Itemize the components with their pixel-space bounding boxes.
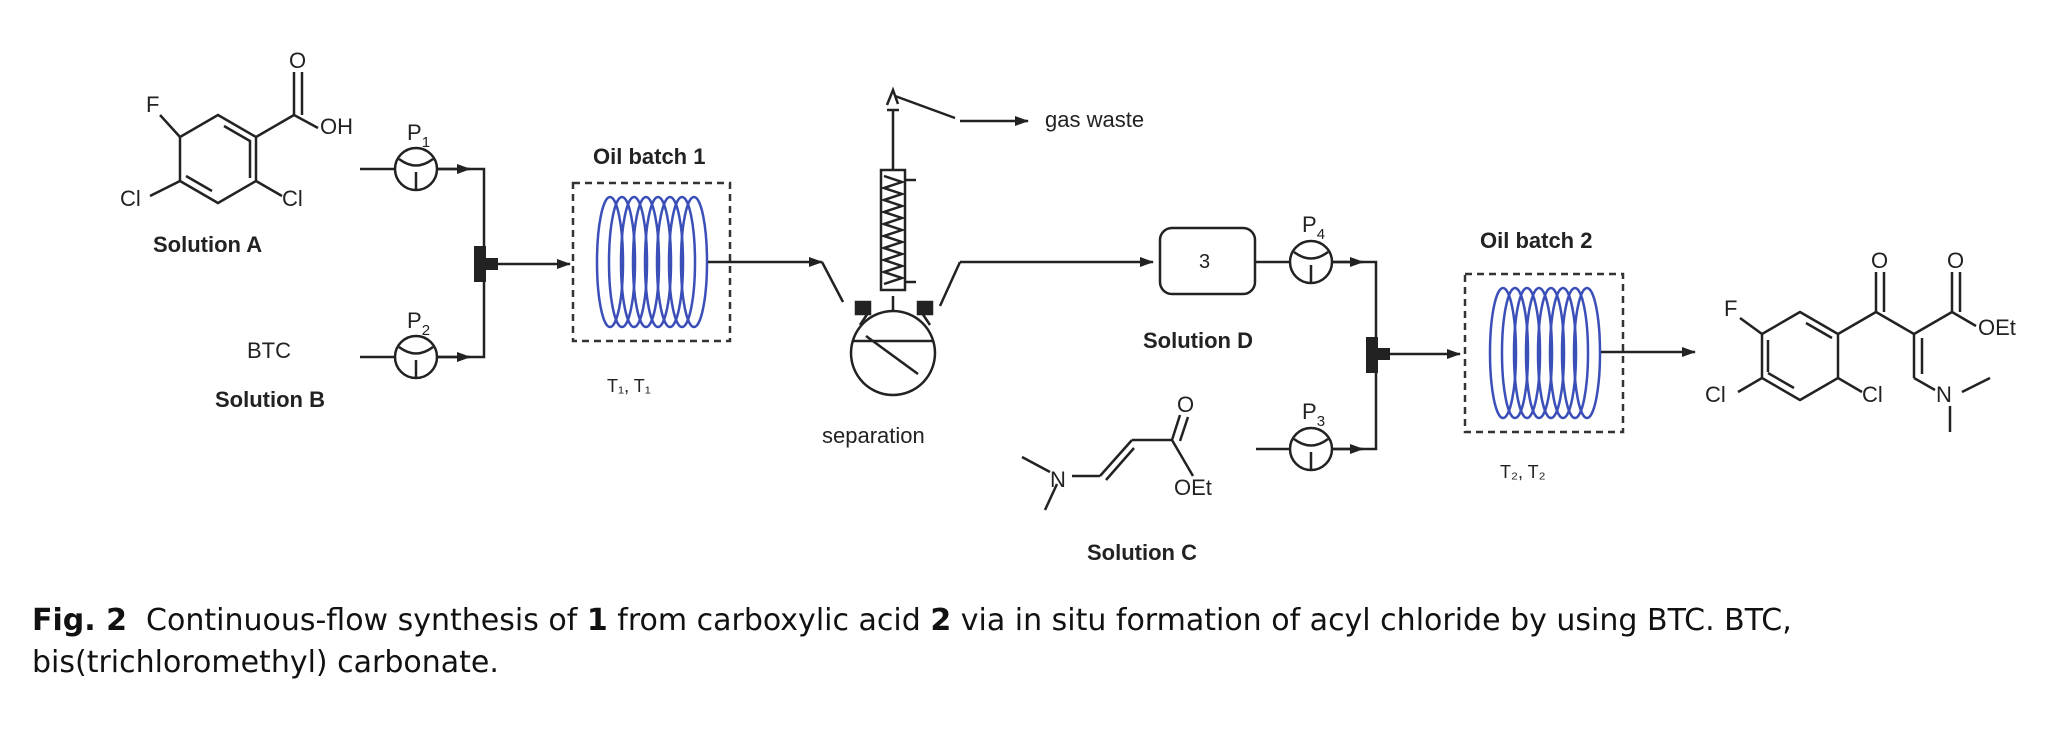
p3-label: P3 bbox=[1302, 399, 1325, 430]
enamine-o: O bbox=[1177, 392, 1194, 417]
acid-cl2: Cl bbox=[282, 186, 303, 211]
mixer-2 bbox=[1366, 337, 1378, 373]
pump-p1[interactable] bbox=[393, 146, 439, 192]
reservoir-label: 3 bbox=[1199, 251, 1210, 273]
p2-label: P2 bbox=[407, 308, 430, 339]
product-oet: OEt bbox=[1978, 315, 2016, 340]
conditions-1: T₁, T₁ bbox=[607, 376, 651, 396]
acid-o: O bbox=[289, 48, 306, 73]
mixer-1 bbox=[474, 246, 486, 282]
separation-flask bbox=[849, 296, 937, 397]
btc-label: BTC bbox=[247, 338, 291, 363]
p1-label: P1 bbox=[407, 120, 430, 151]
product-f: F bbox=[1724, 296, 1737, 321]
oil-batch-2 bbox=[1463, 272, 1625, 434]
oil-batch-1-label: Oil batch 1 bbox=[593, 144, 705, 169]
acid-f: F bbox=[146, 92, 159, 117]
enamine-n: N bbox=[1050, 467, 1066, 492]
oil-batch-2-label: Oil batch 2 bbox=[1480, 228, 1592, 253]
product-n: N bbox=[1936, 382, 1952, 407]
product-structure bbox=[1737, 272, 1991, 432]
reactor-coil-2 bbox=[1488, 286, 1602, 420]
product-cl1: Cl bbox=[1705, 382, 1726, 407]
enamine-structure bbox=[1021, 414, 1195, 511]
solution-c-label: Solution C bbox=[1087, 540, 1197, 565]
pump-p4[interactable] bbox=[1288, 239, 1334, 285]
solution-b-label: Solution B bbox=[215, 387, 325, 412]
solution-d-label: Solution D bbox=[1143, 328, 1253, 353]
acid-cl1: Cl bbox=[120, 186, 141, 211]
acid-structure bbox=[149, 72, 319, 205]
pump-p2[interactable] bbox=[393, 334, 439, 380]
figure-caption: Fig. 2 Continuous-flow synthesis of 1 fr… bbox=[32, 603, 1792, 680]
enamine-oet: OEt bbox=[1174, 475, 1212, 500]
reflux-condenser bbox=[879, 86, 956, 292]
solution-a-label: Solution A bbox=[153, 232, 262, 257]
product-o2: O bbox=[1947, 248, 1964, 273]
conditions-2: T₂, T₂ bbox=[1500, 462, 1546, 482]
separation-label: separation bbox=[822, 423, 925, 448]
pump-p3[interactable] bbox=[1288, 426, 1334, 472]
gas-waste-label: gas waste bbox=[1045, 107, 1144, 132]
product-cl2: Cl bbox=[1862, 382, 1883, 407]
reactor-coil-1 bbox=[595, 195, 709, 329]
p4-label: P4 bbox=[1302, 212, 1325, 243]
oil-batch-1 bbox=[571, 181, 732, 343]
product-o1: O bbox=[1871, 248, 1888, 273]
acid-oh: OH bbox=[320, 114, 353, 139]
